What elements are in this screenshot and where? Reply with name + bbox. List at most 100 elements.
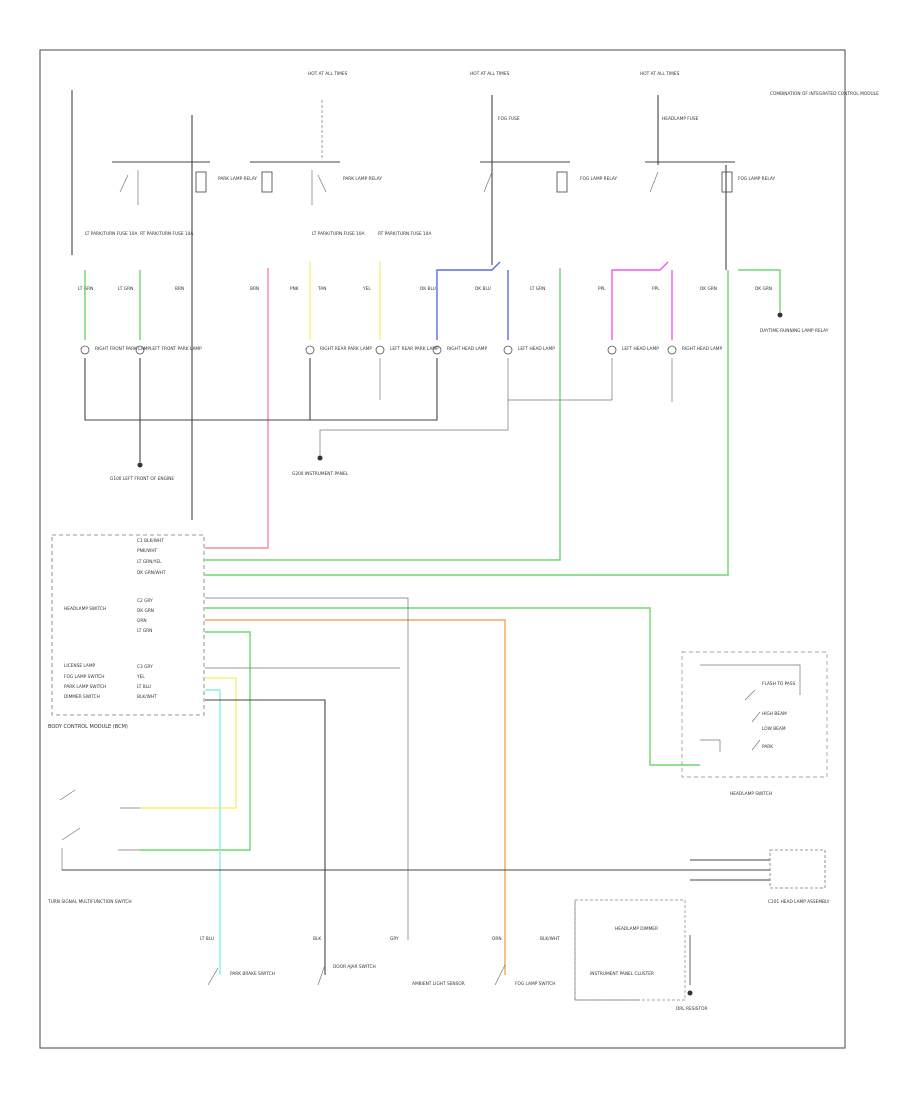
ground-bus-1	[84, 358, 438, 462]
bottom-wire-label-1: LT BLU	[200, 936, 214, 942]
bottom-wire-label-4: ORN	[492, 936, 502, 942]
wire-label-11: PPL	[598, 286, 606, 292]
bottom-wire-label-5: BLK/WHT	[540, 936, 560, 942]
lamp-label-4: LEFT REAR PARK LAMP	[390, 346, 439, 352]
bcm-input-4: PARK LAMP SWITCH	[64, 684, 106, 690]
dimmer-feed-node	[777, 312, 783, 318]
bottom-wire-label-2: BLK	[313, 936, 321, 942]
relay-coil-3	[556, 171, 568, 193]
bottom-component-4: FOG LAMP SWITCH	[515, 981, 556, 987]
switch-label-4: PARK	[762, 744, 773, 750]
wire-label-12: PPL	[652, 286, 660, 292]
headlamp-switch-label: HEADLAMP SWITCH	[730, 791, 772, 797]
green-wire-mid	[205, 607, 700, 766]
wire-label-7: YEL	[362, 286, 371, 292]
supply-label-1: HOT AT ALL TIMES	[308, 71, 348, 77]
relay-switch-4	[649, 171, 659, 193]
ground-g100	[137, 462, 143, 468]
gray-wire-mid	[205, 597, 409, 940]
relay-label-1: PARK LAMP RELAY	[218, 176, 257, 182]
relay-label-2: PARK LAMP RELAY	[343, 176, 382, 182]
wire-label-8: DK BLU	[420, 286, 436, 292]
ground-bus-3	[508, 358, 673, 402]
fuse-label-2: RT PARK/TURN FUSE 10A	[140, 231, 193, 237]
green-wire-4	[205, 270, 729, 576]
bottom-component-7: DRL RESISTOR	[676, 1006, 707, 1012]
lamp-label-3: RIGHT REAR PARK LAMP	[320, 346, 372, 352]
wire-label-4: BRN	[250, 286, 259, 292]
relay-coil-4	[721, 171, 733, 193]
bcm-pin-mid-1: C2 GRY	[137, 598, 153, 604]
blue-wire	[436, 261, 509, 340]
bcm-pin-mid-2: DK GRN	[137, 608, 154, 614]
wire-label-5: PNK	[290, 286, 299, 292]
lamp-label-7: LEFT HEAD LAMP	[622, 346, 659, 352]
connector-label: C201 HEAD LAMP ASSEMBLY	[768, 899, 830, 905]
bcm-box	[51, 534, 205, 716]
pink-wire	[205, 268, 269, 549]
fuse-label-5: FOG FUSE	[498, 116, 520, 122]
lamp-label-2: LEFT FRONT PARK LAMP	[150, 346, 202, 352]
switch-label-2: HIGH BEAM	[762, 711, 787, 717]
relay-label-3: FOG LAMP RELAY	[580, 176, 617, 182]
bcm-name: BODY CONTROL MODULE (BCM)	[48, 724, 128, 730]
bcm-input-1: HEADLAMP SWITCH	[64, 606, 106, 612]
wire-label-3: BRN	[175, 286, 184, 292]
bcm-input-2: LICENSE LAMP	[64, 663, 96, 669]
bcm-pin-top-1: C1 BLK/WHT	[137, 538, 164, 544]
ground-bus-2	[319, 358, 509, 455]
ground-label-1: G100 LEFT FRONT OF ENGINE	[110, 476, 174, 482]
wire-label-14: DK GRN	[755, 286, 772, 292]
bcm-pin-top-4: DK GRN/WHT	[137, 570, 166, 576]
ground-label-2: G200 INSTRUMENT PANEL	[292, 471, 349, 477]
headlamp-switch-box	[681, 651, 828, 778]
head-lamp-connector	[769, 849, 826, 889]
corner-note: COMBINATION OF INTEGRATED CONTROL MODULE	[770, 91, 879, 97]
cyan-wire	[205, 689, 221, 975]
wire-label-6: TAN	[317, 286, 326, 292]
dimmer-box	[574, 899, 686, 1001]
bottom-component-1: PARK BRAKE SWITCH	[230, 971, 275, 977]
drl-ground	[687, 990, 693, 996]
relay-switch-2	[311, 170, 327, 205]
bcm-pin-top-2: PNK/WHT	[137, 548, 158, 554]
bcm-pin-mid-3: ORN	[137, 618, 147, 624]
bcm-pin-bot-3: LT BLU	[137, 684, 151, 690]
orange-wire	[205, 619, 506, 975]
wire-label-10: LT GRN	[530, 286, 545, 292]
relay-switch-3	[483, 171, 493, 193]
fuse-label-6: HEADLAMP FUSE	[662, 116, 699, 122]
bcm-input-3: FOG LAMP SWITCH	[64, 674, 105, 680]
bcm-pin-bot-2: YEL	[136, 674, 145, 680]
wire-label-13: DK GRN	[700, 286, 717, 292]
switch-label-3: LOW BEAM	[762, 726, 786, 732]
relay-coil-1	[195, 171, 207, 193]
bcm-pin-bot-4: BLK/WHT	[137, 694, 157, 700]
lamp-label-1: RIGHT FRONT PARK LAMP	[95, 346, 150, 352]
fuse-label-4: RT PARK/TURN FUSE 10A	[378, 231, 431, 237]
green-wire-5	[738, 269, 781, 312]
bottom-component-5: INSTRUMENT PANEL CLUSTER	[590, 971, 654, 977]
turn-switch-contacts	[59, 789, 140, 871]
bcm-pin-bot-1: C3 GRY	[137, 664, 153, 670]
fuse-label-3: LT PARK/TURN FUSE 10A	[312, 231, 365, 237]
ground-g200	[317, 455, 323, 461]
green-wire-3	[205, 268, 561, 561]
supply-label-2: HOT AT ALL TIMES	[470, 71, 510, 77]
bottom-component-2: DOOR AJAR SWITCH	[333, 964, 376, 970]
wire-label-9: DK BLU	[475, 286, 491, 292]
bottom-switches	[207, 900, 640, 1001]
bottom-component-3: AMBIENT LIGHT SENSOR	[412, 981, 465, 987]
green-wire-low	[140, 631, 251, 851]
relay-switch-1	[119, 170, 139, 205]
turn-switch-label: TURN SIGNAL MULTIFUNCTION SWITCH	[47, 899, 132, 905]
headlamp-switch-contacts	[700, 664, 801, 752]
bottom-wire-label-3: GRY	[390, 936, 399, 942]
lamp-pins	[80, 345, 677, 355]
wire-label-2: LT GRN	[118, 286, 133, 292]
lamp-label-8: RIGHT HEAD LAMP	[682, 346, 723, 352]
lamp-label-5: RIGHT HEAD LAMP	[447, 346, 488, 352]
feed-label: DAYTIME RUNNING LAMP RELAY	[760, 328, 829, 334]
connector-bus	[62, 859, 770, 881]
fuse-label-1: LT PARK/TURN FUSE 10A	[85, 231, 138, 237]
